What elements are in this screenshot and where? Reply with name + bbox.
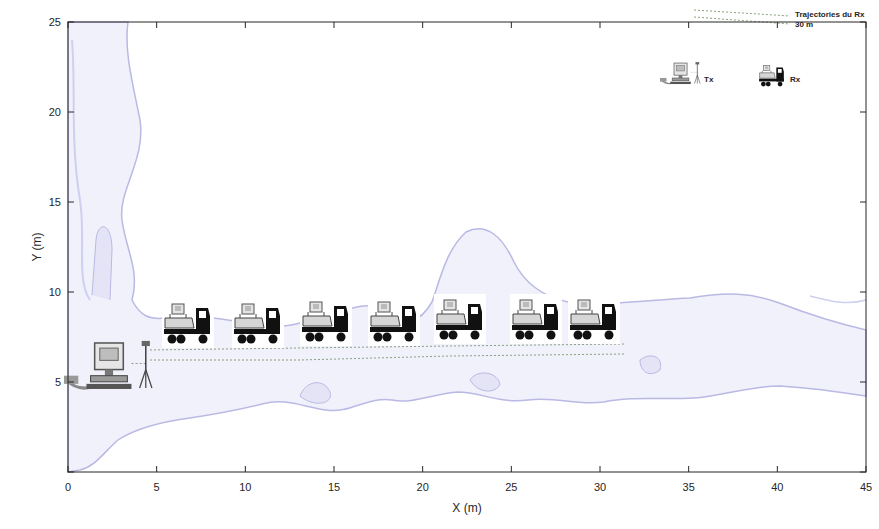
legend-label: Rx bbox=[790, 76, 800, 85]
x-tick bbox=[777, 466, 778, 472]
x-tick bbox=[245, 22, 246, 28]
x-tick bbox=[422, 22, 423, 28]
x-tick bbox=[334, 466, 335, 472]
x-tick bbox=[688, 466, 689, 472]
x-tick-label: 20 bbox=[417, 481, 429, 493]
y-tick bbox=[860, 202, 866, 203]
y-tick bbox=[68, 382, 74, 383]
legend-rx-icon bbox=[758, 62, 786, 89]
axis-ticks bbox=[68, 22, 866, 472]
x-tick-label: 45 bbox=[860, 481, 872, 493]
x-tick bbox=[600, 466, 601, 472]
rx-truck bbox=[368, 296, 420, 346]
rx-truck bbox=[510, 294, 562, 344]
rx-truck bbox=[300, 296, 352, 346]
y-tick bbox=[860, 112, 866, 113]
y-tick bbox=[860, 382, 866, 383]
y-tick bbox=[860, 292, 866, 293]
y-tick-label: 10 bbox=[49, 286, 61, 298]
legend-tx-icon bbox=[660, 62, 700, 84]
cave-map bbox=[68, 22, 866, 472]
x-tick-label: 40 bbox=[771, 481, 783, 493]
x-tick-label: 0 bbox=[65, 481, 71, 493]
cave-contour bbox=[810, 296, 866, 303]
x-tick-label: 25 bbox=[505, 481, 517, 493]
rx-trajectories bbox=[150, 344, 625, 360]
rx-truck bbox=[162, 298, 214, 348]
legend-line-sample bbox=[694, 17, 790, 24]
x-tick bbox=[688, 22, 689, 28]
x-tick bbox=[777, 22, 778, 28]
x-tick bbox=[422, 466, 423, 472]
x-tick bbox=[156, 466, 157, 472]
x-tick-label: 15 bbox=[328, 481, 340, 493]
rx-truck bbox=[434, 294, 486, 344]
x-tick-label: 35 bbox=[683, 481, 695, 493]
axes-background bbox=[68, 22, 866, 472]
y-tick-label: 20 bbox=[49, 106, 61, 118]
cave-outline bbox=[68, 22, 866, 472]
x-tick-label: 30 bbox=[594, 481, 606, 493]
x-tick bbox=[245, 466, 246, 472]
legend-label: Trajectories du Rx bbox=[795, 11, 864, 20]
cave-pillar bbox=[640, 356, 661, 374]
x-tick-label: 10 bbox=[239, 481, 251, 493]
tx-icon bbox=[64, 341, 152, 389]
legend-note: 30 m bbox=[795, 21, 813, 30]
x-axis-label: X (m) bbox=[452, 502, 481, 515]
y-tick bbox=[68, 112, 74, 113]
rx-truck bbox=[568, 294, 620, 344]
trajectory-line bbox=[150, 354, 625, 360]
cave-pillar bbox=[300, 383, 331, 404]
axes-frame bbox=[68, 22, 866, 472]
rx-truck bbox=[232, 298, 284, 348]
y-axis-label: Y (m) bbox=[31, 232, 44, 261]
x-tick bbox=[600, 22, 601, 28]
x-tick bbox=[511, 466, 512, 472]
cave-pillar bbox=[92, 227, 112, 300]
x-tick bbox=[511, 22, 512, 28]
y-tick bbox=[68, 292, 74, 293]
x-tick bbox=[156, 22, 157, 28]
y-tick-label: 5 bbox=[55, 376, 61, 388]
cave-contour bbox=[72, 40, 90, 300]
x-tick bbox=[334, 22, 335, 28]
legend-line-sample bbox=[694, 10, 790, 16]
legend-label: Tx bbox=[704, 76, 713, 85]
y-tick-label: 25 bbox=[49, 16, 61, 28]
cave-pillar bbox=[470, 373, 500, 391]
x-tick-label: 5 bbox=[154, 481, 160, 493]
y-tick bbox=[68, 202, 74, 203]
y-tick-label: 15 bbox=[49, 196, 61, 208]
